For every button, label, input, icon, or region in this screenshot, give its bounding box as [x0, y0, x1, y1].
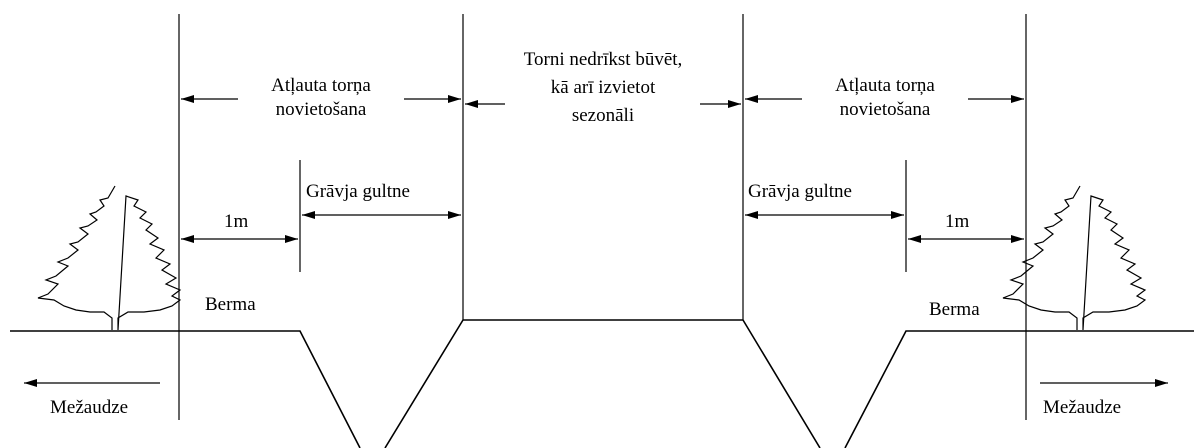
arrowhead — [728, 100, 741, 108]
label-1m-right: 1m — [945, 211, 970, 232]
arrowhead — [745, 95, 758, 103]
arrowhead — [181, 235, 194, 243]
arrowhead — [285, 235, 298, 243]
arrowhead — [181, 95, 194, 103]
arrowhead — [1155, 379, 1168, 387]
arrowhead — [908, 235, 921, 243]
arrowhead — [891, 211, 904, 219]
ground-profile-right — [844, 330, 1194, 448]
label-berm-right: Berma — [929, 299, 980, 320]
arrowhead — [448, 95, 461, 103]
label-allowed-placement-left: Atļauta torņa novietošana — [238, 74, 404, 122]
label-forbidden-zone: Torni nedrīkst būvēt, kā arī izvietot se… — [523, 49, 683, 126]
label-ditch-bed-left: Grāvja gultne — [306, 180, 410, 204]
arrowhead — [1011, 235, 1024, 243]
arrowhead — [745, 211, 758, 219]
arrowhead — [24, 379, 37, 387]
spruce-tree-icon — [1002, 185, 1147, 331]
label-berm-left: Berma — [205, 294, 256, 315]
arrowhead — [448, 211, 461, 219]
label-allowed-placement-right: Atļauta torņa novietošana — [802, 74, 968, 122]
label-forest-left: Mežaudze — [50, 397, 129, 418]
road-profile — [384, 319, 821, 448]
spruce-tree-icon — [37, 185, 182, 331]
arrowhead — [465, 100, 478, 108]
label-ditch-bed-right: Grāvja gultne — [748, 180, 852, 204]
ground-profile-left — [10, 330, 361, 448]
arrowhead — [302, 211, 315, 219]
arrowhead — [1011, 95, 1024, 103]
label-forest-right: Mežaudze — [1043, 397, 1122, 418]
label-1m-left: 1m — [224, 211, 249, 232]
